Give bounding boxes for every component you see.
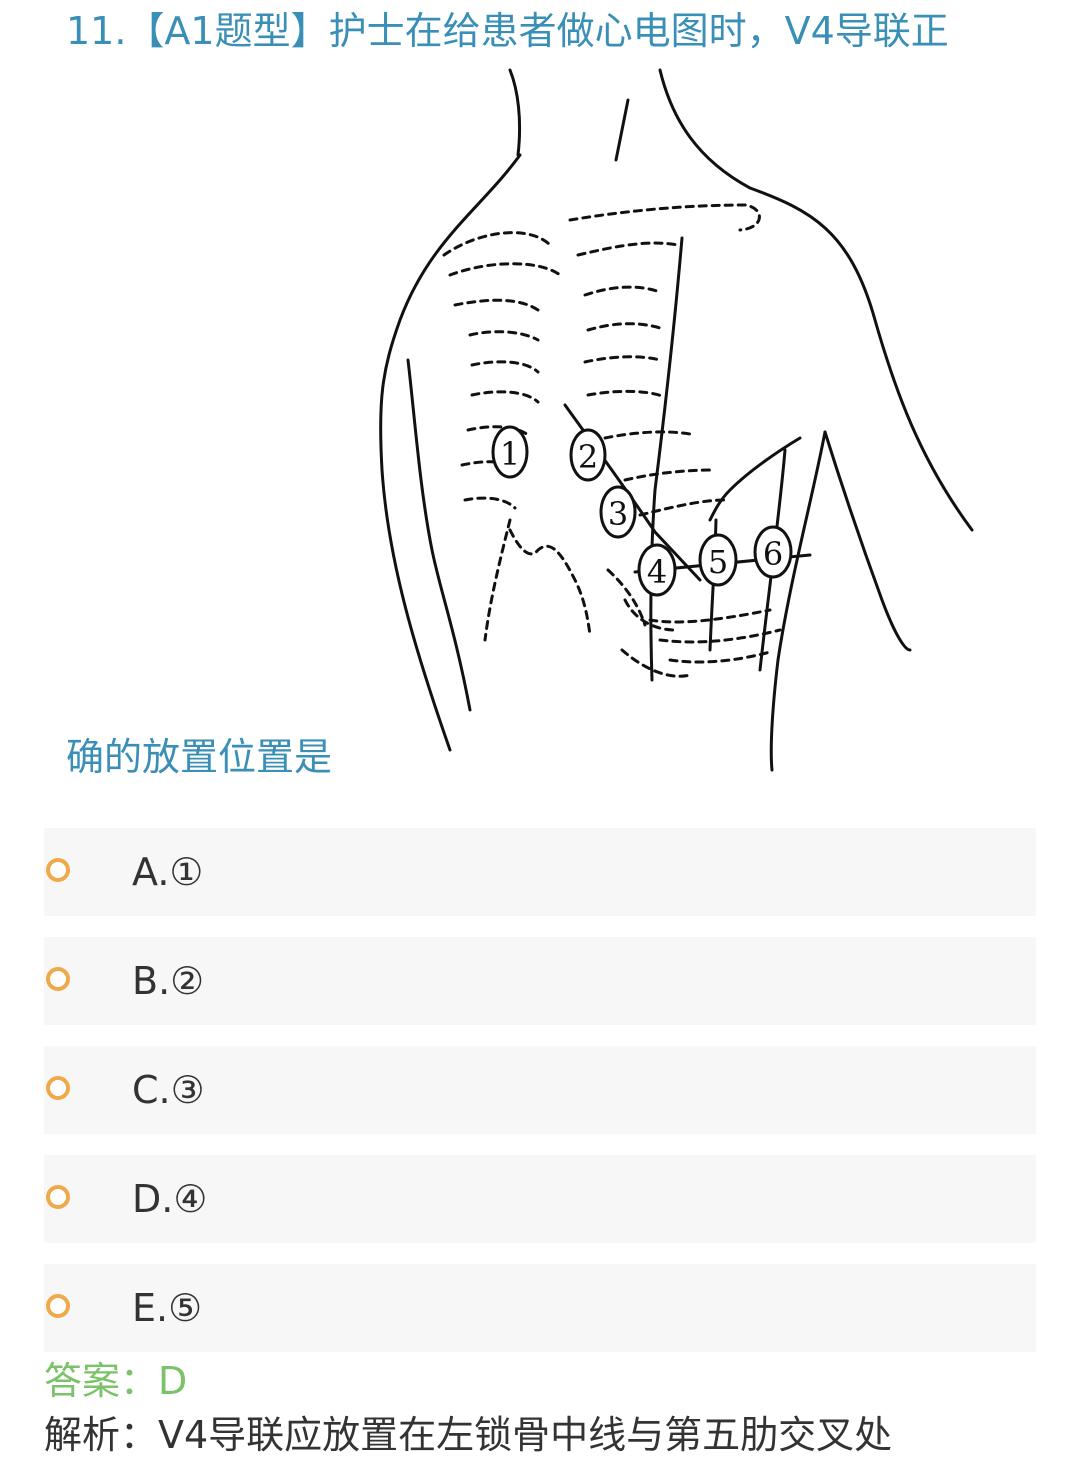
answer-options: A.① B.② C.③ D.④ E.⑤ — [44, 828, 1036, 1373]
electrode-label-6: 6 — [763, 535, 783, 573]
option-c[interactable]: C.③ — [44, 1046, 1036, 1134]
electrode-label-1: 1 — [500, 435, 520, 473]
radio-circle-icon[interactable] — [46, 858, 70, 882]
option-label: B.② — [132, 959, 205, 1003]
question-text-line1: 11.【A1题型】护士在给患者做心电图时，V4导联正 — [66, 9, 949, 53]
radio-circle-icon[interactable] — [46, 1076, 70, 1100]
option-label: D.④ — [132, 1177, 208, 1221]
radio-circle-icon[interactable] — [46, 1294, 70, 1318]
electrode-label-2: 2 — [578, 438, 598, 476]
option-e[interactable]: E.⑤ — [44, 1264, 1036, 1352]
option-b[interactable]: B.② — [44, 937, 1036, 1025]
analysis-text: 解析：V4导联应放置在左锁骨中线与第五肋交叉处 — [44, 1413, 893, 1457]
electrode-label-4: 4 — [647, 553, 667, 591]
option-label: E.⑤ — [132, 1286, 203, 1330]
question-text-line2: 确的放置位置是 — [66, 735, 333, 779]
option-label: C.③ — [132, 1068, 205, 1112]
electrode-label-3: 3 — [608, 495, 628, 533]
radio-circle-icon[interactable] — [46, 1185, 70, 1209]
option-a[interactable]: A.① — [44, 828, 1036, 916]
radio-circle-icon[interactable] — [46, 967, 70, 991]
option-d[interactable]: D.④ — [44, 1155, 1036, 1243]
electrode-label-5: 5 — [708, 543, 728, 581]
answer-text: 答案：D — [44, 1359, 188, 1403]
option-label: A.① — [132, 850, 204, 894]
ecg-chest-lead-diagram: 1 2 3 4 5 6 — [379, 68, 974, 772]
